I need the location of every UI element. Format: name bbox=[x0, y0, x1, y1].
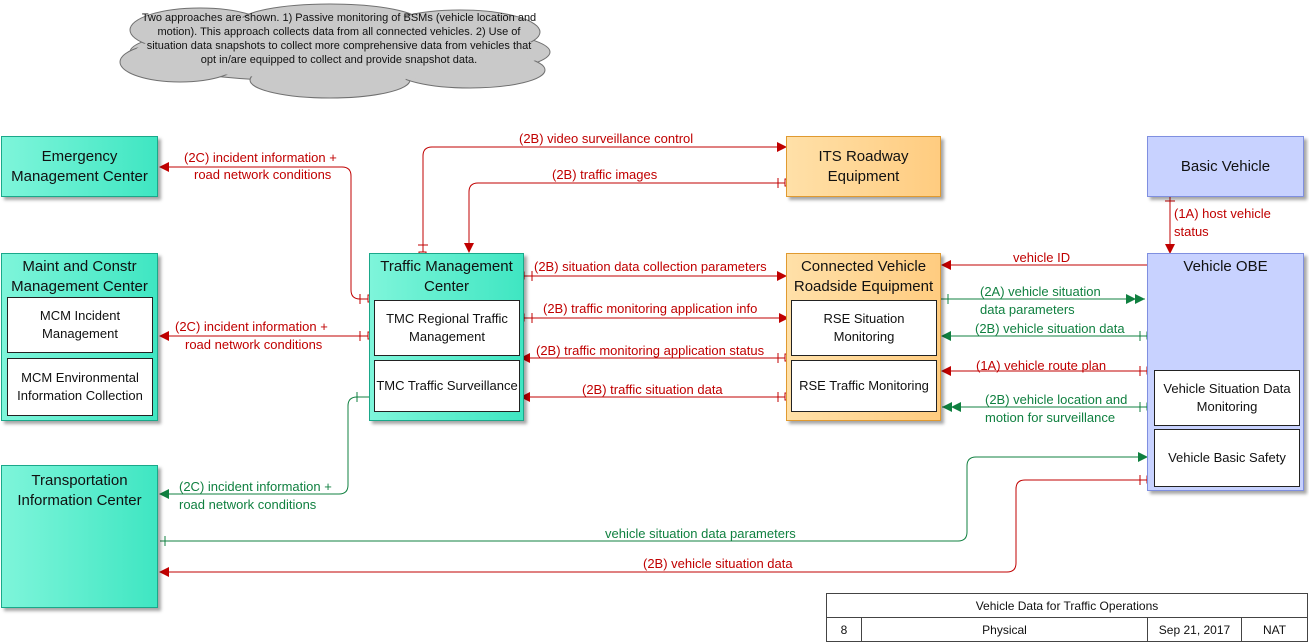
label-inc-mcm-2: road network conditions bbox=[185, 337, 323, 352]
label-vsd-2b: (2B) vehicle situation data bbox=[643, 556, 793, 571]
label-route-plan: (1A) vehicle route plan bbox=[976, 358, 1107, 373]
rse-traffic-monitoring[interactable]: RSE Traffic Monitoring bbox=[791, 360, 937, 412]
title-block-view: Physical bbox=[862, 618, 1148, 641]
label-inc-emc-1: (2C) incident information + bbox=[184, 150, 337, 165]
its-title: ITS Roadway Equipment bbox=[818, 148, 909, 185]
flow-vsd-params bbox=[160, 452, 1148, 542]
traffic-management-center[interactable]: Traffic Management Center TMC Regional T… bbox=[369, 253, 524, 421]
label-loc-motion-2: motion for surveillance bbox=[985, 410, 1116, 425]
vehicle-basic-safety[interactable]: Vehicle Basic Safety bbox=[1154, 429, 1300, 487]
label-vsd-params: vehicle situation data parameters bbox=[605, 526, 796, 541]
title-block-date: Sep 21, 2017 bbox=[1148, 618, 1242, 641]
label-2b-sit-data: (2B) vehicle situation data bbox=[975, 321, 1125, 336]
label-video-control: (2B) video surveillance control bbox=[519, 131, 694, 146]
flow-vsd-tic bbox=[159, 479, 1151, 577]
tic-title: Transportation Information Center bbox=[17, 472, 142, 509]
vehicle-situation-data-monitoring[interactable]: Vehicle Situation Data Monitoring bbox=[1154, 370, 1300, 426]
label-vehicle-id: vehicle ID bbox=[1013, 250, 1071, 265]
vehicle-obe[interactable]: Vehicle OBE Vehicle Situation Data Monit… bbox=[1147, 253, 1304, 491]
label-inc-emc-2: road network conditions bbox=[194, 167, 332, 182]
mcm-incident-management[interactable]: MCM Incident Management bbox=[7, 297, 153, 353]
mcm-environmental-info-collection[interactable]: MCM Environmental Information Collection bbox=[7, 358, 153, 416]
note-text: Two approaches are shown. 1) Passive mon… bbox=[141, 12, 537, 66]
connected-vehicle-roadside-equipment[interactable]: Connected Vehicle Roadside Equipment RSE… bbox=[786, 253, 941, 421]
obe-title: Vehicle OBE bbox=[1183, 258, 1268, 275]
emc-title: Emergency Management Center bbox=[11, 148, 148, 185]
title-block-number: 8 bbox=[827, 618, 862, 641]
rse-situation-monitoring[interactable]: RSE Situation Monitoring bbox=[791, 300, 937, 356]
tmc-title: Traffic Management Center bbox=[380, 258, 513, 295]
label-loc-motion-1: (2B) vehicle location and bbox=[985, 392, 1128, 407]
flow-inc-tic bbox=[159, 396, 371, 499]
label-2a-params-2: data parameters bbox=[980, 302, 1075, 317]
maint-constr-management-center[interactable]: Maint and Constr Management Center MCM I… bbox=[1, 253, 158, 421]
title-block-author: NAT bbox=[1262, 622, 1287, 637]
transportation-information-center[interactable]: Transportation Information Center bbox=[1, 465, 158, 608]
label-traffic-sit: (2B) traffic situation data bbox=[582, 382, 723, 397]
label-traffic-images: (2B) traffic images bbox=[552, 167, 658, 182]
its-roadway-equipment[interactable]: ITS Roadway Equipment bbox=[786, 136, 941, 197]
label-host-status-2: status bbox=[1174, 224, 1209, 239]
cvre-title: Connected Vehicle Roadside Equipment bbox=[793, 258, 934, 295]
label-mon-status: (2B) traffic monitoring application stat… bbox=[536, 343, 765, 358]
mcm-title: Maint and Constr Management Center bbox=[11, 258, 148, 295]
label-2a-params-1: (2A) vehicle situation bbox=[980, 284, 1101, 299]
basic-vehicle[interactable]: Basic Vehicle bbox=[1147, 136, 1304, 197]
title-block: Vehicle Data for Traffic Operations 8 Ph… bbox=[826, 593, 1308, 642]
flow-traffic-images bbox=[464, 182, 788, 253]
label-host-status-1: (1A) host vehicle bbox=[1174, 206, 1271, 221]
bv-title: Basic Vehicle bbox=[1180, 158, 1271, 175]
flow-inc-emc bbox=[159, 162, 371, 300]
label-sit-params: (2B) situation data collection parameter… bbox=[534, 259, 767, 274]
emergency-management-center[interactable]: Emergency Management Center bbox=[1, 136, 158, 197]
title-block-title: Vehicle Data for Traffic Operations bbox=[827, 594, 1307, 618]
flow-video-control bbox=[422, 142, 787, 256]
label-inc-mcm-1: (2C) incident information + bbox=[175, 319, 328, 334]
label-mon-info: (2B) traffic monitoring application info bbox=[543, 301, 758, 316]
label-inc-tic-1: (2C) incident information + bbox=[179, 479, 332, 494]
tmc-regional-traffic-management[interactable]: TMC Regional Traffic Management bbox=[374, 300, 520, 356]
tmc-traffic-surveillance[interactable]: TMC Traffic Surveillance bbox=[374, 360, 520, 412]
label-inc-tic-2: road network conditions bbox=[179, 497, 317, 512]
